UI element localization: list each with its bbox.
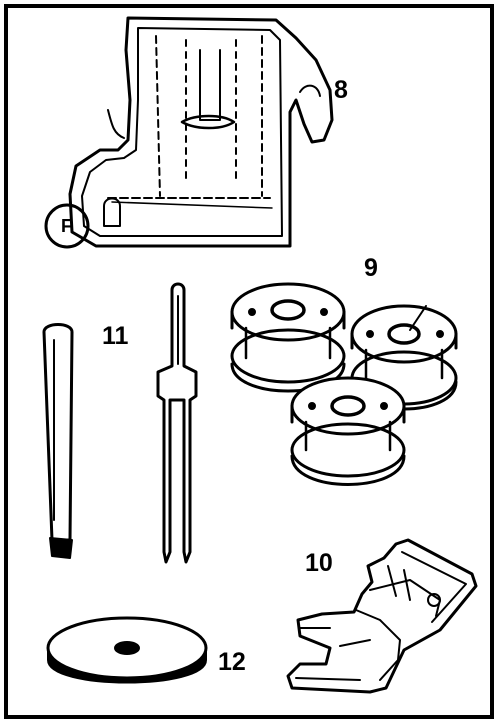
- item-number-8: 8: [334, 76, 348, 104]
- spool-pin-drawing: [42, 323, 74, 559]
- bobbin-3-drawing: [290, 376, 406, 486]
- zipper-foot-drawing: [286, 538, 478, 694]
- bobbin-1-drawing: [230, 282, 346, 393]
- f-mark-label: F: [61, 216, 72, 236]
- twin-needle-drawing: [156, 282, 198, 564]
- presser-foot-f-drawing: [68, 16, 334, 248]
- item-number-12: 12: [218, 648, 246, 676]
- spool-disc-drawing: [46, 616, 208, 684]
- f-mark-circle: [44, 203, 90, 249]
- item-number-10: 10: [305, 549, 333, 577]
- item-number-9: 9: [364, 254, 378, 282]
- item-number-11: 11: [102, 322, 129, 350]
